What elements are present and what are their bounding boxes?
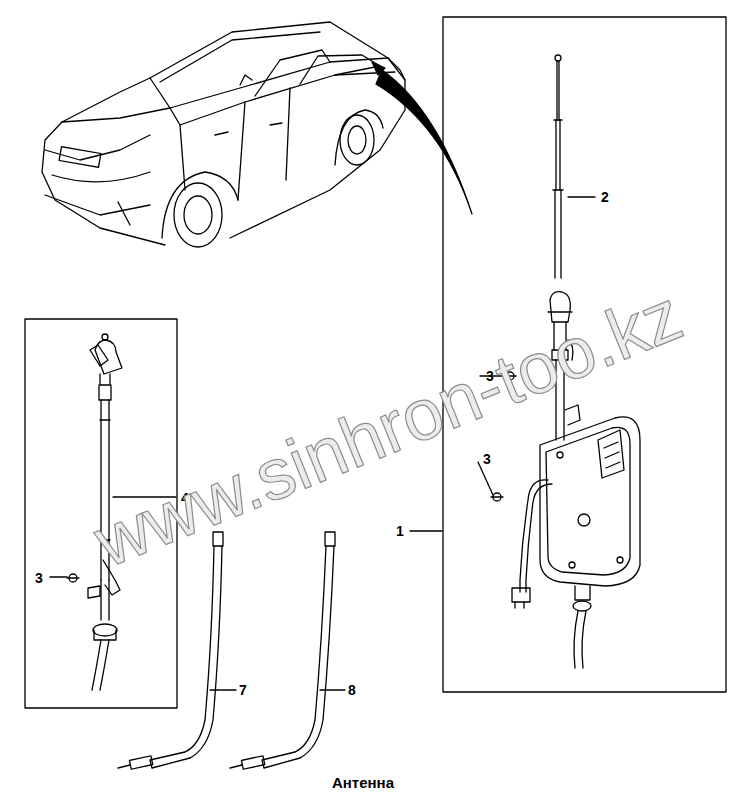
callout-number: 3 <box>483 452 491 466</box>
callout-number: 7 <box>239 683 247 697</box>
watermark: www.sinhron-too.kz <box>85 278 691 579</box>
callout-number: 8 <box>348 683 356 697</box>
callout-number: 2 <box>601 190 609 204</box>
leader-line <box>410 530 442 531</box>
car-drawing <box>42 22 405 247</box>
extension-cable <box>230 532 345 769</box>
antenna-mast <box>553 55 595 278</box>
caption: Антенна <box>332 775 394 790</box>
pointer-arrow <box>376 70 472 214</box>
callout-number: 3 <box>35 571 43 585</box>
leader-line <box>478 462 493 495</box>
leader-line <box>50 576 67 577</box>
callout-number: 1 <box>396 524 404 538</box>
